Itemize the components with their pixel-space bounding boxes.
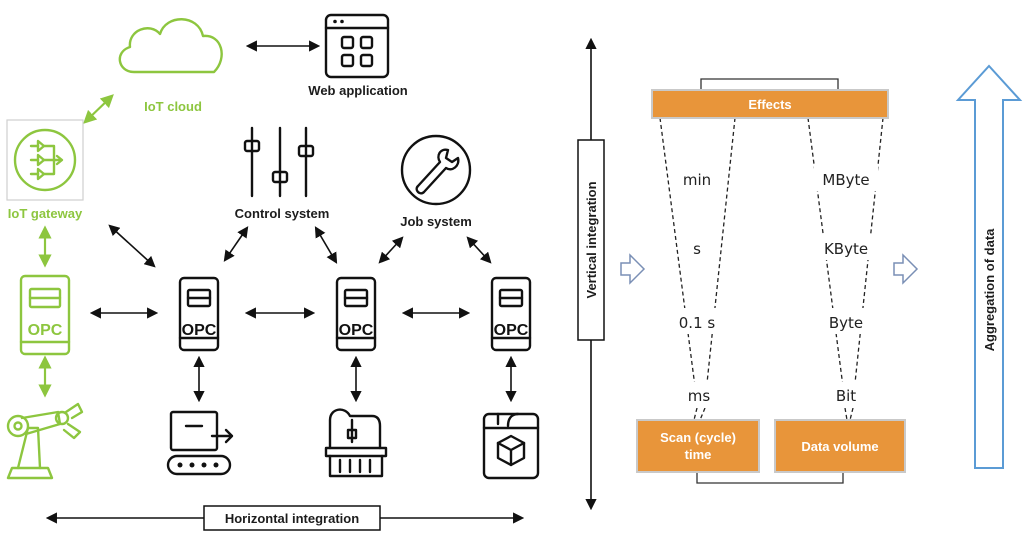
data-scale-label: MByte	[822, 171, 869, 189]
hollow-arrow-icon	[893, 253, 919, 285]
iot-gateway-icon	[6, 119, 84, 201]
aggregation-arrow	[955, 64, 1023, 469]
arrow-job-opc2	[378, 236, 404, 264]
horizontal-integration-label: Horizontal integration	[225, 511, 359, 526]
opc-label-green: OPC	[28, 322, 63, 339]
arrow-control-opc2	[314, 226, 338, 264]
time-scale-label: s	[693, 240, 701, 258]
printer-3d-icon	[482, 412, 540, 480]
arrow-gateway-opc1	[108, 224, 156, 268]
scan-cycle-time-box	[636, 419, 760, 473]
sliders-icon	[243, 126, 315, 198]
opc-server-icon	[19, 274, 71, 356]
web-app-icon	[324, 13, 390, 79]
scan-cycle-time-label-1: Scan (cycle)	[660, 430, 736, 445]
cnc-machine-icon	[324, 408, 388, 478]
opc-server-icon	[490, 276, 532, 352]
time-scale-label: 0.1 s	[679, 314, 716, 332]
opc-server-icon	[178, 276, 220, 352]
job-system-label: Job system	[400, 214, 472, 229]
arrow-control-opc1	[223, 226, 249, 262]
robot-arm-icon	[6, 402, 84, 480]
arrow-job-opc3	[466, 236, 492, 264]
hollow-arrow-icon	[620, 253, 646, 285]
iot-gateway-label: IoT gateway	[8, 206, 83, 221]
time-scale-label: ms	[688, 387, 711, 405]
effects-box	[651, 89, 889, 119]
arrow-cloud-gateway	[83, 94, 114, 124]
opc-server-icon	[335, 276, 377, 352]
scan-cycle-time-label-2: time	[685, 447, 712, 462]
data-volume-label: Data volume	[801, 439, 878, 454]
data-scale-label: KByte	[824, 240, 868, 258]
cloud-icon	[118, 18, 223, 74]
time-scale-label: min	[683, 171, 711, 189]
opc-label-2: OPC	[339, 322, 374, 339]
vertical-integration-label: Vertical integration	[584, 181, 599, 298]
web-application-label: Web application	[308, 83, 407, 98]
data-volume-box	[774, 419, 906, 473]
opc-label-3: OPC	[494, 322, 529, 339]
iot-cloud-label: IoT cloud	[144, 99, 202, 114]
wrench-icon	[400, 134, 472, 206]
data-scale-label: Bit	[836, 387, 856, 405]
control-system-label: Control system	[235, 206, 330, 221]
conveyor-icon	[166, 410, 234, 476]
data-scale-label: Byte	[829, 314, 863, 332]
opc-label-1: OPC	[182, 322, 217, 339]
aggregation-of-data-label: Aggregation of data	[982, 228, 997, 352]
effects-box-label: Effects	[748, 97, 791, 112]
